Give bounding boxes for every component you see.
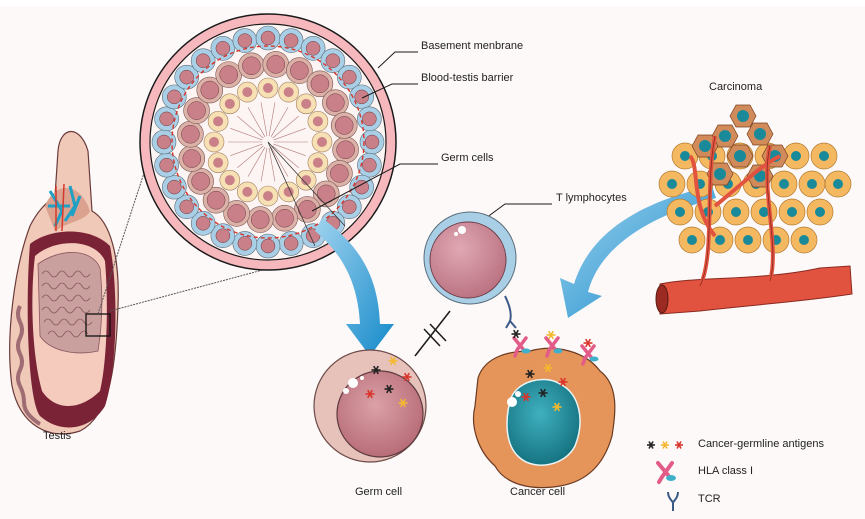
label-blood-testis-barrier: Blood-testis barrier	[421, 72, 514, 84]
label-testis: Testis	[43, 430, 72, 442]
spermatozoon	[230, 128, 263, 141]
label-basement-membrane: Basement menbrane	[421, 40, 524, 52]
spermatozoon	[260, 102, 268, 137]
antigen-asterisk	[538, 388, 548, 398]
cancer-germline-antigens	[365, 329, 593, 412]
diagram-svg	[9, 13, 853, 511]
hla-class-i-molecule	[544, 336, 563, 358]
spermatozoon	[273, 143, 306, 156]
hla-class-i-molecule	[580, 344, 599, 366]
antigen-asterisk	[543, 363, 553, 373]
spermatozoon	[268, 147, 276, 182]
spermatozoon	[247, 147, 266, 177]
antigen-asterisk	[558, 377, 568, 387]
spermatozoon	[247, 107, 266, 137]
zoom-line-lower	[109, 267, 271, 312]
spermatozoon	[270, 107, 289, 137]
label-germ-cells: Germ cells	[441, 152, 494, 164]
antigen-asterisk	[402, 372, 412, 382]
spermatozoon	[270, 147, 289, 177]
tcr-icon	[667, 491, 679, 511]
antigen-asterisk	[675, 441, 683, 449]
t-lymphocyte	[423, 211, 517, 329]
spermatozoon	[237, 116, 264, 139]
antigen-asterisk	[647, 441, 655, 449]
spermatozoon	[272, 116, 299, 139]
hla-class-i-icon	[656, 461, 676, 484]
legend-label-tcr: TCR	[698, 493, 721, 505]
antigen-asterisk	[371, 365, 381, 375]
seminiferous-tubule	[139, 13, 397, 271]
hla-molecules	[512, 336, 599, 366]
figure-canvas: Basement menbrane Blood-testis barrier G…	[0, 6, 865, 519]
label-cancer-cell: Cancer cell	[510, 486, 566, 498]
spermatozoon	[230, 143, 263, 156]
spermatozoon	[272, 145, 299, 168]
carcinoma-illustration	[655, 104, 853, 315]
antigen-asterisk	[398, 398, 408, 408]
legend-label-antigens: Cancer-germline antigens	[698, 438, 824, 450]
antigen-asterisk	[583, 338, 593, 348]
germ-cell	[313, 349, 427, 463]
label-germ-cell: Germ cell	[355, 486, 403, 498]
testis-illustration	[9, 131, 119, 435]
antigen-asterisk	[552, 402, 562, 412]
antigen-asterisk	[365, 389, 375, 399]
arrow-tubule-to-germ-cell	[315, 218, 394, 356]
spermatozoon	[237, 145, 264, 168]
spermatozoon	[273, 128, 306, 141]
inhibition-symbol	[414, 310, 451, 357]
antigen-asterisk	[384, 384, 394, 394]
cancer-cell	[472, 347, 616, 489]
legend-icons	[647, 441, 683, 511]
antigen-asterisk	[661, 441, 669, 449]
antigen-asterisk	[546, 330, 556, 340]
label-t-lymphocytes: T lymphocytes	[556, 192, 627, 204]
label-carcinoma: Carcinoma	[709, 81, 763, 93]
legend-label-hla: HLA class I	[698, 465, 754, 477]
spermatozoon	[268, 102, 276, 137]
antigen-asterisk	[521, 392, 531, 402]
antigen-asterisk	[525, 369, 535, 379]
hla-class-i-molecule	[512, 336, 531, 358]
antigen-asterisk	[388, 356, 398, 366]
spermatozoon	[260, 147, 268, 182]
antigen-asterisk	[511, 329, 521, 339]
